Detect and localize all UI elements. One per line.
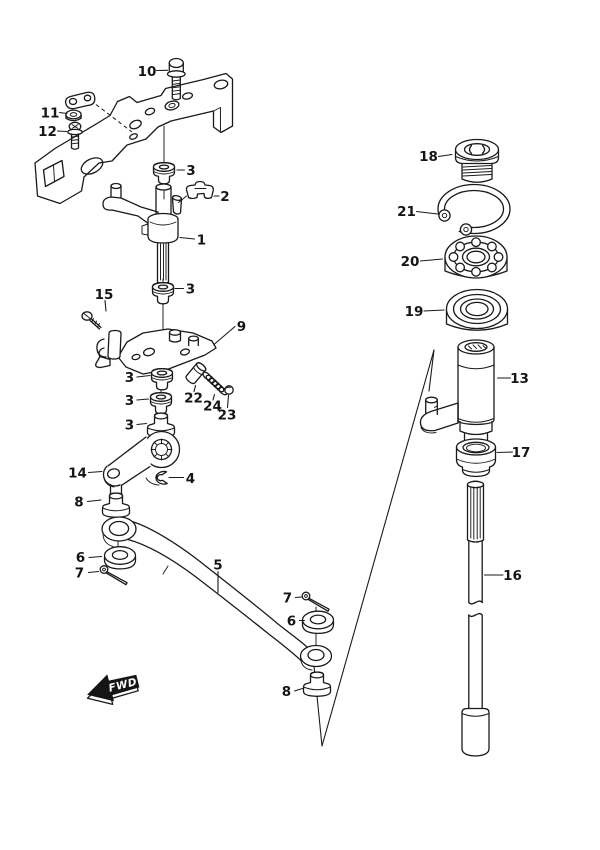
callout-8-lower: 8 — [282, 684, 291, 700]
callout-7-upper: 7 — [75, 565, 84, 581]
callout-16: 16 — [503, 568, 522, 584]
part-8-grommet-upper — [101, 492, 131, 518]
callout-3-top: 3 — [186, 163, 195, 179]
callout-13: 13 — [510, 371, 529, 387]
part-2-clip — [185, 180, 214, 200]
part-12-bolt — [67, 121, 83, 150]
part-23-ball — [224, 385, 234, 395]
fwd-arrow-icon — [87, 674, 140, 702]
callout-3-stack-3: 3 — [125, 417, 134, 433]
part-15-screw — [81, 311, 102, 330]
part-5-connecting-rod — [101, 516, 333, 671]
part-3-grommet-stack-1 — [150, 368, 174, 391]
part-3-grommet-top — [152, 162, 176, 185]
callout-19: 19 — [405, 304, 424, 320]
part-17-bushing — [455, 438, 497, 478]
callout-10: 10 — [138, 64, 157, 80]
callout-12: 12 — [38, 124, 57, 140]
callout-7-lower: 7 — [283, 590, 292, 606]
part-16-shaft — [461, 480, 490, 757]
callout-11: 11 — [41, 105, 60, 121]
part-21-snap-ring — [426, 183, 511, 253]
leader-lines — [56, 69, 514, 692]
alignment-dashed-line — [95, 104, 133, 133]
callout-9: 9 — [237, 319, 246, 335]
callout-18: 18 — [419, 149, 438, 165]
callout-22: 22 — [184, 390, 203, 406]
part-20-bearing — [444, 235, 508, 279]
part-3-grommet-mid — [151, 282, 175, 305]
callout-23: 23 — [218, 407, 237, 423]
callout-2: 2 — [220, 189, 229, 205]
part-8-grommet-lower — [302, 671, 332, 697]
callout-5: 5 — [213, 557, 222, 573]
callout-4: 4 — [186, 471, 195, 487]
callout-6-lower: 6 — [287, 613, 296, 629]
callouts: 10 11 12 3 2 1 3 15 9 3 3 3 22 24 23 14 … — [38, 64, 530, 700]
part-mounting-bracket — [34, 72, 234, 205]
part-19-oil-seal — [445, 288, 509, 331]
part-1-clutch-arm — [102, 182, 187, 285]
callout-20: 20 — [401, 254, 420, 270]
callout-17: 17 — [512, 445, 531, 461]
callout-8-upper: 8 — [74, 494, 83, 510]
part-10-bolt — [166, 57, 186, 101]
part-13-clutch-shaft — [419, 339, 495, 445]
part-4-e-clip — [155, 470, 168, 485]
part-11-bracket — [64, 91, 133, 133]
callout-3-mid: 3 — [186, 281, 195, 297]
part-18-cap — [454, 138, 500, 183]
callout-1: 1 — [197, 232, 206, 248]
assembly-pointer-lines — [313, 349, 435, 747]
part-22-plug — [185, 361, 207, 385]
part-6-washer-upper — [103, 546, 137, 570]
fwd-marker: FWD — [86, 674, 140, 705]
part-6-washer-lower — [301, 610, 335, 635]
callout-3-stack-2: 3 — [125, 393, 134, 409]
part-24-spring — [202, 371, 228, 396]
callout-3-stack-1: 3 — [125, 370, 134, 386]
callout-15: 15 — [95, 287, 114, 303]
part-3-grommet-stack-2 — [149, 392, 173, 415]
callout-21: 21 — [397, 204, 416, 220]
callout-24: 24 — [203, 398, 222, 414]
callout-6-upper: 6 — [76, 550, 85, 566]
part-14-lever-arm — [102, 430, 181, 500]
callout-14: 14 — [68, 465, 87, 481]
